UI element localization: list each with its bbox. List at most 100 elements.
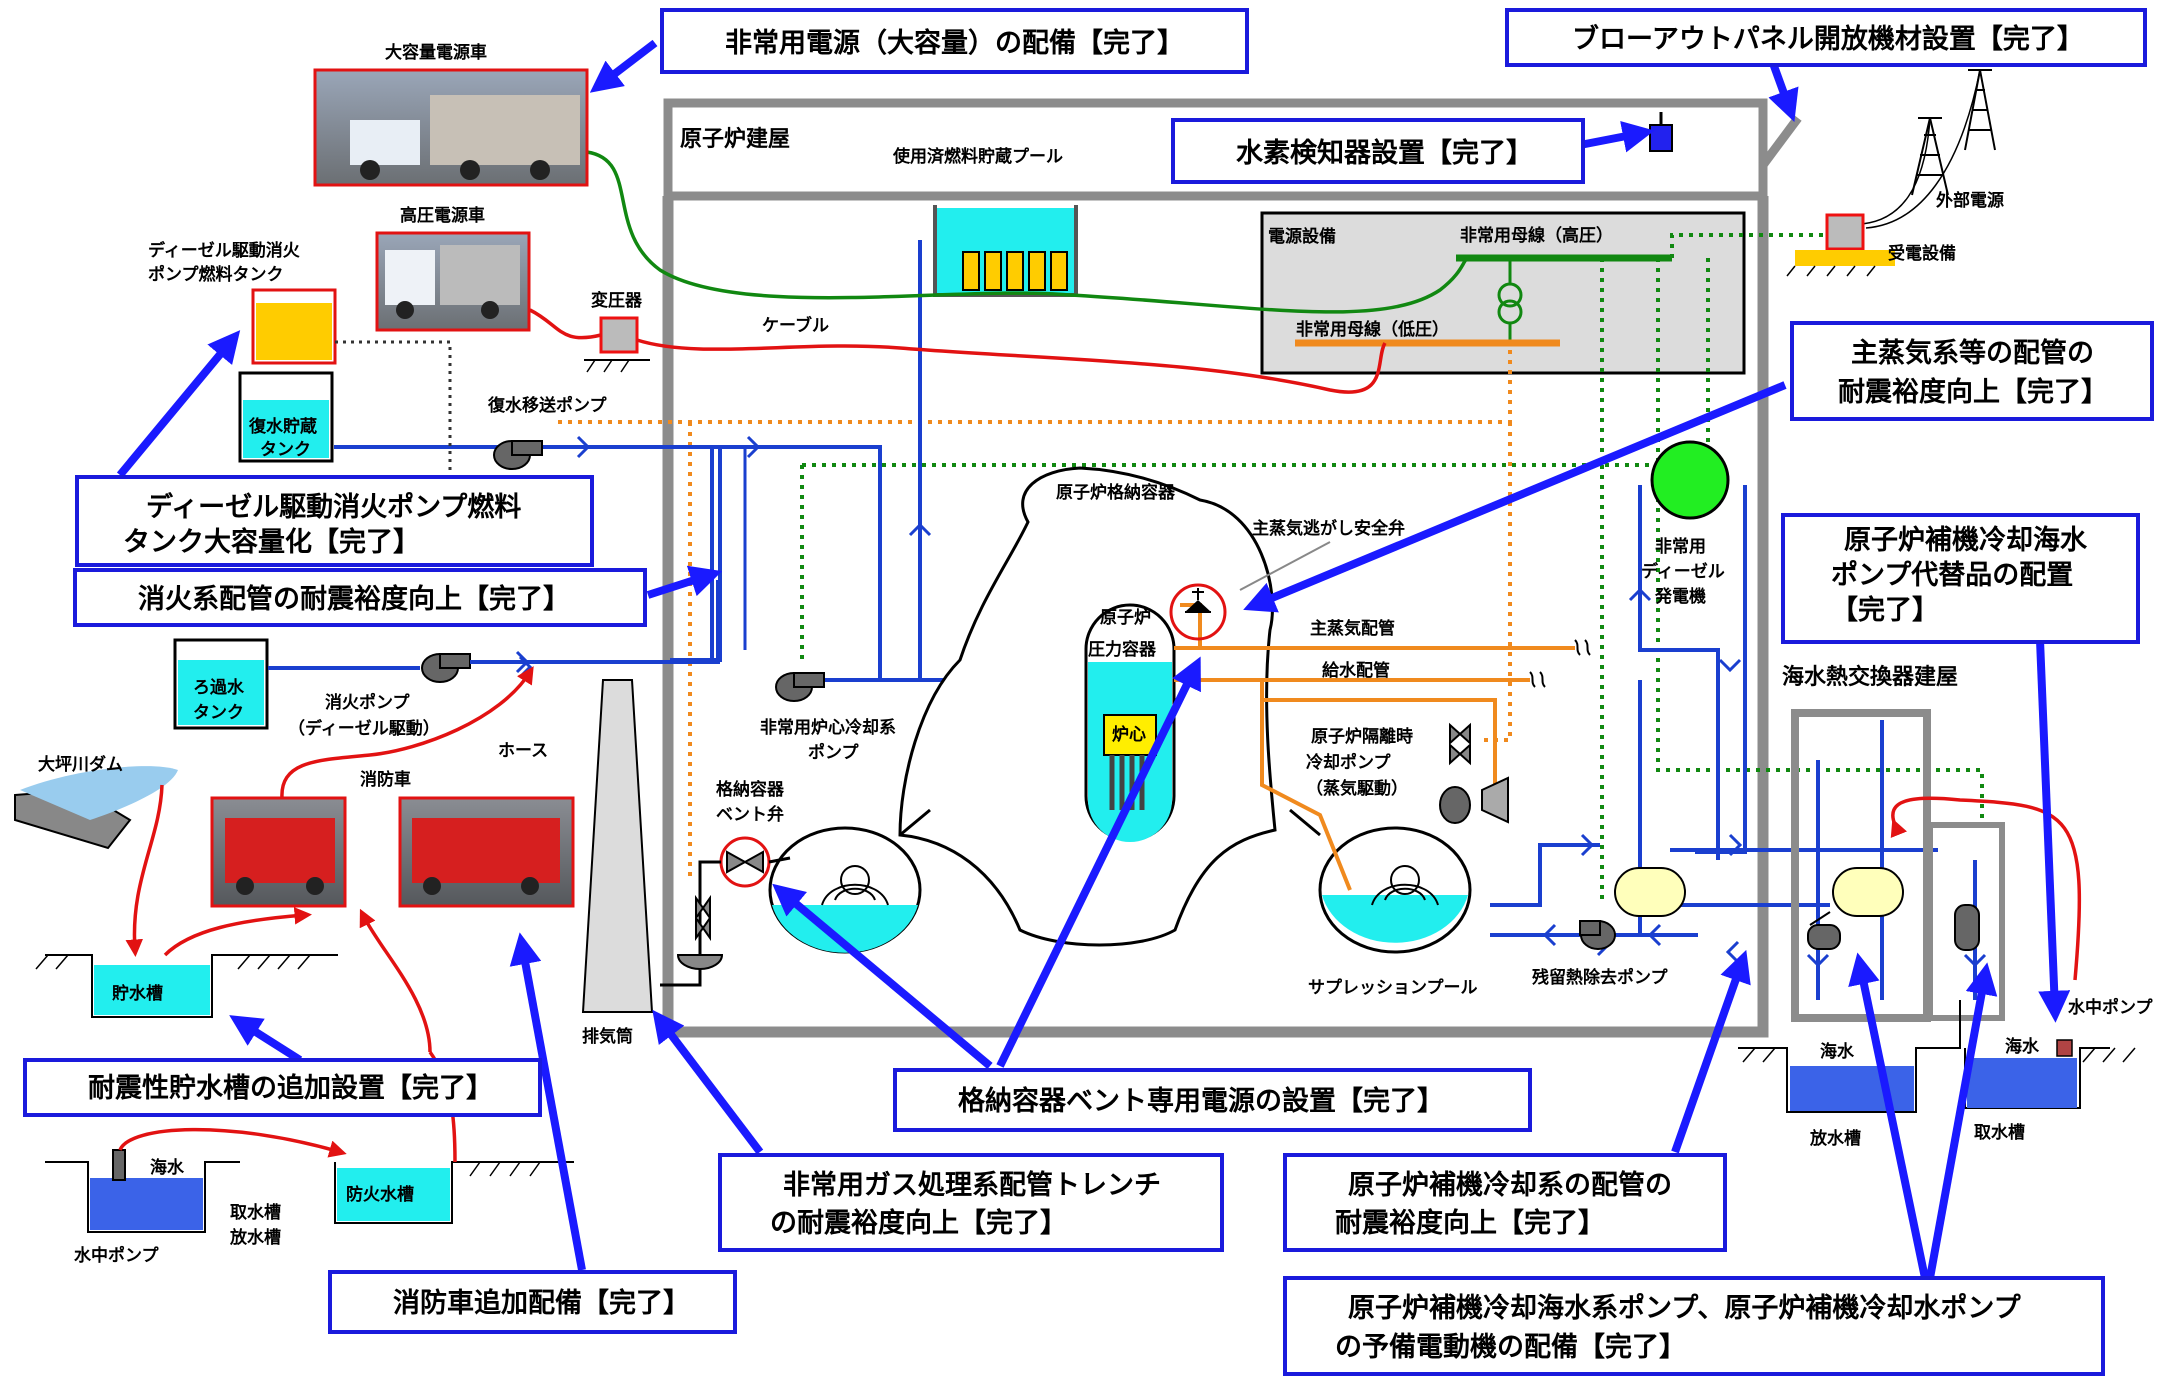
edg-label-1: 非常用 [1655,536,1706,557]
condensate-pump-label: 復水移送ポンプ [487,395,607,416]
edg-label-3: 発電機 [1654,586,1706,607]
storage-tank-pit: 貯水槽 [35,954,338,1018]
em-bus-low-label: 非常用母線（低圧） [1296,319,1449,340]
suppression-pool-left [768,808,931,954]
submersible-pump-label-right: 水中ポンプ [2068,997,2153,1018]
callout-h2-detector-text: 水素検知器設置【完了】 [1236,137,1533,169]
fire-truck-1 [210,796,347,908]
callout-fire-pipe-text: 消火系配管の耐震裕度向上【完了】 [138,583,570,615]
callout-diesel-tank-text-1: ディーゼル駆動消火ポンプ燃料 [146,491,521,523]
submersible-pump-label-left: 水中ポンプ [74,1245,159,1266]
callout-aux-cool-text-2: 耐震裕度向上【完了】 [1335,1207,1605,1239]
reactor-building-label: 原子炉建屋 [680,127,790,152]
vent-valve-label-2: ベント弁 [716,804,784,825]
reactor-pressure-vessel: 原子炉 圧力容器 炉心 [1084,603,1176,842]
fire-truck-label: 消防車 [360,769,411,790]
main-steam-relief-label: 主蒸気逃がし安全弁 [1252,518,1405,539]
rcic-label-1: 原子炉隔離時 [1311,726,1413,747]
fire-pump-label-1: 消火ポンプ [325,692,410,713]
suppression-pool-right: サプレッションプール [1289,808,1478,998]
external-power-tower: 外部電源 [1861,69,2004,229]
callout-seawater-pump-text-1: 原子炉補機冷却海水 [1844,525,2088,556]
seawater-label-left: 海水 [150,1157,185,1178]
callout-vent-power-text: 格納容器ベント専用電源の設置【完了】 [958,1085,1444,1117]
feedwater-pipe-label: 給水配管 [1322,660,1390,681]
rpv-label-1: 原子炉 [1100,607,1151,628]
fire-water-tank-label: 防火水槽 [346,1184,414,1205]
callout-diesel-tank: ディーゼル駆動消火ポンプ燃料 タンク大容量化【完了】 [75,475,594,567]
reactor-building: 原子炉建屋 [662,98,1802,1038]
fire-pump-label-2: （ディーゼル駆動） [288,718,440,739]
orange-dotted-lines [558,343,1512,880]
power-equipment-room: 電源設備 非常用母線（高圧） 非常用母線（低圧） [1260,211,1746,375]
dam-label: 大坪川ダム [38,754,123,775]
core-label: 炉心 [1112,724,1146,745]
callout-gas-trench-text-2: の耐震裕度向上【完了】 [770,1207,1067,1239]
containment-vent-valve: 格納容器 ベント弁 [716,779,785,888]
callout-gas-trench: 非常用ガス処理系配管トレンチ の耐震裕度向上【完了】 [718,1153,1224,1252]
callout-seawater-pump-text-2: ポンプ代替品の配置 [1831,560,2073,591]
external-power-label: 外部電源 [1936,190,2004,211]
condensate-storage-tank: 復水貯蔵 タンク [238,371,334,463]
rhr-pump-label: 残留熱除去ポンプ [1532,967,1668,988]
fire-pipe [470,580,720,664]
callout-fire-truck-add-text: 消防車追加配備【完了】 [393,1287,690,1319]
seawater-hx-building: 海水熱交換器建屋 [1782,664,2005,1022]
seawater-label-right-2: 海水 [2005,1036,2040,1057]
exhaust-stack: 排気筒 [581,679,654,1047]
heat-exchangers [1614,867,1904,917]
seawater-hx-building-label: 海水熱交換器建屋 [1782,664,1958,690]
callout-vent-power: 格納容器ベント専用電源の設置【完了】 [893,1068,1532,1132]
emergency-diesel-generator: 非常用 ディーゼル 発電機 [1641,440,1730,607]
em-bus-high-label: 非常用母線（高圧） [1460,225,1613,246]
rcic-label-2: 冷却ポンプ [1306,752,1391,773]
stack-label: 排気筒 [582,1026,633,1047]
hv-power-truck: 高圧電源車 [375,205,531,332]
intake-tank-label-right: 取水槽 [1974,1122,2025,1143]
callout-seawater-pump: 原子炉補機冷却海水 ポンプ代替品の配置 【完了】 [1781,513,2140,644]
condensate-transfer-pump: 復水移送ポンプ [487,395,607,470]
receiving-equipment: 受電設備 [1786,213,1956,277]
receiving-equipment-label: 受電設備 [1888,243,1956,264]
callout-arrows [116,39,2071,1279]
dam: 大坪川ダム [14,754,178,850]
vent-valve-label-1: 格納容器 [716,779,785,800]
callout-quake-tank: 耐震性貯水槽の追加設置【完了】 [23,1058,542,1117]
condensate-tank-label-1: 復水貯蔵 [248,416,317,437]
rpv-label-2: 圧力容器 [1088,639,1157,660]
fire-pump: 消火ポンプ （ディーゼル駆動） [288,653,471,739]
hose-red-right [1890,796,2082,981]
callout-h2-detector: 水素検知器設置【完了】 [1171,118,1585,184]
callout-spare-motor-text-1: 原子炉補機冷却海水系ポンプ、原子炉補機冷却水ポンプ [1348,1293,2022,1324]
intake-tank-label-left: 取水槽 [230,1202,281,1223]
callout-aux-cool: 原子炉補機冷却系の配管の 耐震裕度向上【完了】 [1283,1153,1727,1252]
rcic-pump: 原子炉隔離時 冷却ポンプ （蒸気駆動） [1306,722,1509,824]
containment-label: 原子炉格納容器 [1056,482,1176,503]
discharge-tank-label-right: 放水槽 [1809,1128,1861,1149]
cable-label: ケーブル [762,315,829,336]
callout-power-large-text: 非常用電源（大容量）の配備【完了】 [725,27,1184,59]
fire-water-tank-pit: 海水 防火水槽 取水槽 放水槽 水中ポンプ [45,1149,574,1266]
main-steam-pipe-label: 主蒸気配管 [1310,618,1395,639]
filter-tank-label-2: タンク [193,703,244,723]
diesel-fuel-tank: ディーゼル駆動消火 ポンプ燃料タンク [148,240,452,500]
callout-quake-tank-text: 耐震性貯水槽の追加設置【完了】 [88,1072,493,1104]
callout-spare-motor-text-2: の予備電動機の配備【完了】 [1335,1331,1686,1363]
steam-feedwater-pipes [1174,603,1575,891]
pipe-break-marks [1529,639,1591,688]
storage-tank-label: 貯水槽 [112,983,163,1004]
vent-lower-valve [676,894,724,970]
power-equipment-label: 電源設備 [1268,226,1336,247]
callout-blowout: ブローアウトパネル開放機材設置【完了】 [1505,8,2147,67]
callout-seawater-pump-text-3: 【完了】 [1831,594,1939,626]
discharge-tank-label-left: 放水槽 [229,1227,281,1248]
hose-label: ホース [498,741,548,761]
hydrogen-detector [1649,112,1673,152]
rhr-pump: 残留熱除去ポンプ [1532,920,1668,988]
power-cables [529,150,1471,394]
transformer: 変圧器 [584,290,650,373]
suppression-pool-label: サプレッションプール [1308,977,1478,998]
eccs-pump: 非常用炉心冷却系 ポンプ [760,672,896,763]
eccs-pump-label-1: 非常用炉心冷却系 [760,717,896,738]
